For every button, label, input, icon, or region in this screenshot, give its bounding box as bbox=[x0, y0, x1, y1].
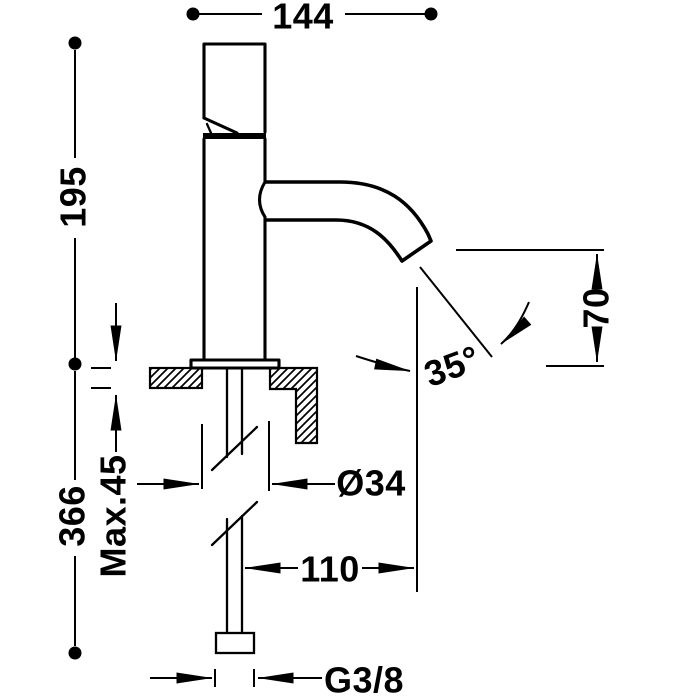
angle-arc-right-arrow bbox=[500, 301, 532, 345]
dim-outlet-offset: 110 bbox=[244, 549, 415, 590]
break-line-lower bbox=[210, 500, 259, 547]
faucet-outline bbox=[189, 42, 433, 370]
dim-height-above-deck: 195 bbox=[53, 36, 94, 371]
dim-max-deck-thickness-label: Max.45 bbox=[93, 454, 134, 577]
angle-arc-left-arrow bbox=[355, 355, 411, 372]
dim-body-diameter-label: Ø34 bbox=[336, 463, 406, 504]
dim-max-deck-thickness: Max.45 bbox=[91, 303, 134, 578]
dim-height-above-deck-label: 195 bbox=[53, 166, 94, 228]
dim-dot bbox=[186, 7, 200, 21]
dim-outlet-angle: 35° bbox=[355, 266, 532, 592]
dim-outlet-height: 70 bbox=[456, 249, 617, 367]
spout-outline bbox=[264, 180, 433, 263]
dim-overall-width-label: 144 bbox=[272, 0, 334, 37]
dim-outlet-offset-label: 110 bbox=[300, 549, 360, 590]
dim-dot bbox=[68, 36, 82, 50]
angled-flow-line bbox=[419, 266, 493, 358]
handle-outline bbox=[202, 42, 267, 134]
handle-lever-cut-line bbox=[202, 116, 239, 135]
dim-dot bbox=[424, 7, 438, 21]
dim-height-below-deck-label: 366 bbox=[52, 485, 93, 547]
break-line-upper bbox=[210, 425, 259, 472]
dim-dot bbox=[68, 357, 82, 371]
deck-left-section bbox=[148, 366, 204, 390]
dim-outlet-height-label: 70 bbox=[576, 287, 617, 328]
body-right-edge bbox=[257, 137, 267, 362]
deck-right-section bbox=[268, 366, 319, 445]
dim-overall-width: 144 bbox=[186, 0, 438, 37]
handle-lever-tip-line bbox=[205, 122, 213, 135]
base-flange bbox=[189, 358, 281, 370]
dim-height-below-deck: 366 bbox=[52, 371, 93, 660]
dim-inlet-thread: G3/8 bbox=[150, 660, 404, 700]
dim-body-diameter: Ø34 bbox=[137, 421, 406, 504]
mounting-deck bbox=[148, 366, 319, 445]
dim-dot bbox=[68, 646, 82, 660]
dim-inlet-thread-label: G3/8 bbox=[324, 660, 404, 700]
dim-outlet-angle-label: 35° bbox=[419, 337, 486, 395]
supply-shank bbox=[210, 366, 259, 655]
body-joint-ring bbox=[203, 133, 266, 139]
inlet-connector-nut bbox=[214, 631, 256, 655]
